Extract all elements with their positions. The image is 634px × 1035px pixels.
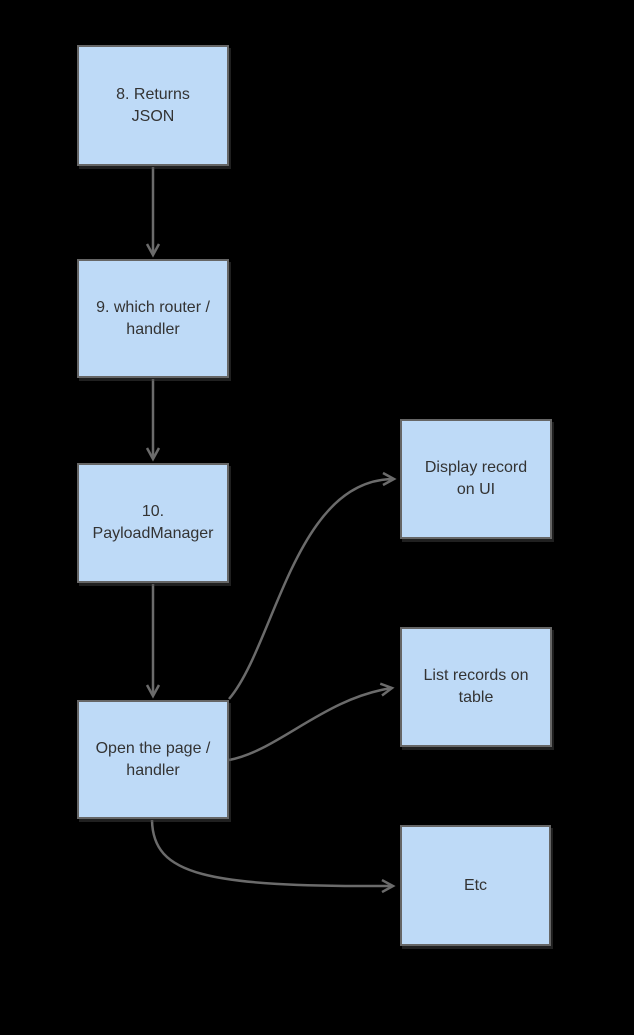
node-which-router-handler: 9. which router / handler bbox=[77, 259, 229, 378]
arrow-open-page-to-list-records bbox=[228, 682, 395, 762]
arrow-open-page-to-display-record bbox=[228, 471, 397, 700]
node-open-page-handler: Open the page / handler bbox=[77, 700, 229, 819]
arrow-open-page-to-etc bbox=[150, 819, 396, 894]
node-display-record-ui: Display record on UI bbox=[400, 419, 552, 539]
node-etc: Etc bbox=[400, 825, 551, 946]
node-list-records-table: List records on table bbox=[400, 627, 552, 747]
node-payload-manager: 10. PayloadManager bbox=[77, 463, 229, 583]
node-returns-json: 8. Returns JSON bbox=[77, 45, 229, 166]
